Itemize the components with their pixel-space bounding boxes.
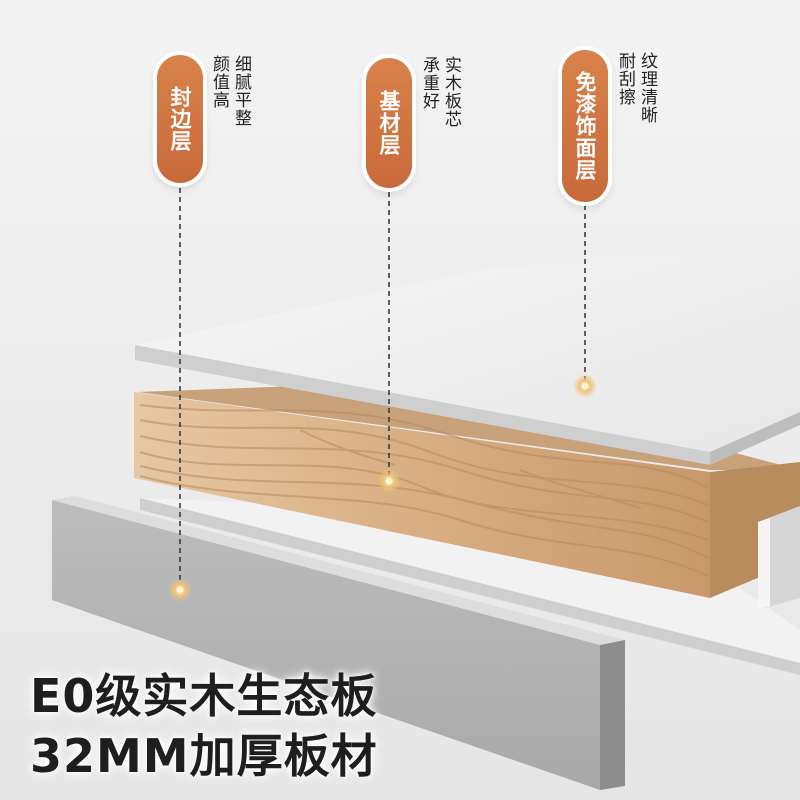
veneer-callout: 纹理清晰 耐刮擦 [614,52,658,124]
edge-banding-callout-line-1: 细腻平整 [231,55,251,127]
edge-banding-callout-line-2: 颜值高 [209,55,229,109]
edge-banding-strip [52,496,625,790]
marker-edge-banding [168,578,192,602]
core-callout-line-1: 实木板芯 [441,56,461,128]
side-edge-strip [758,506,800,610]
edge-banding-layer-badge: 封边层 [157,55,203,183]
headline-line-2: 32MM加厚板材 [30,729,378,783]
veneer-top-panel [135,245,800,465]
core-layer-title: 基材层 [377,90,401,156]
veneer-layer-badge: 免漆饰面层 [562,50,608,202]
marker-wood-core [377,469,401,493]
veneer-layer-title: 免漆饰面层 [573,71,597,181]
core-callout: 实木板芯 承重好 [418,56,462,128]
leader-lines [179,188,586,588]
edge-banding-callout: 细腻平整 颜值高 [208,55,252,127]
veneer-callout-line-1: 纹理清晰 [637,52,657,124]
core-layer-badge: 基材层 [366,58,412,188]
headline-line-1: E0级实木生态板 [30,669,378,723]
edge-banding-layer-title: 封边层 [168,86,192,152]
veneer-callout-line-2: 耐刮擦 [615,52,635,106]
core-callout-line-2: 承重好 [419,56,439,110]
marker-veneer [573,374,597,398]
